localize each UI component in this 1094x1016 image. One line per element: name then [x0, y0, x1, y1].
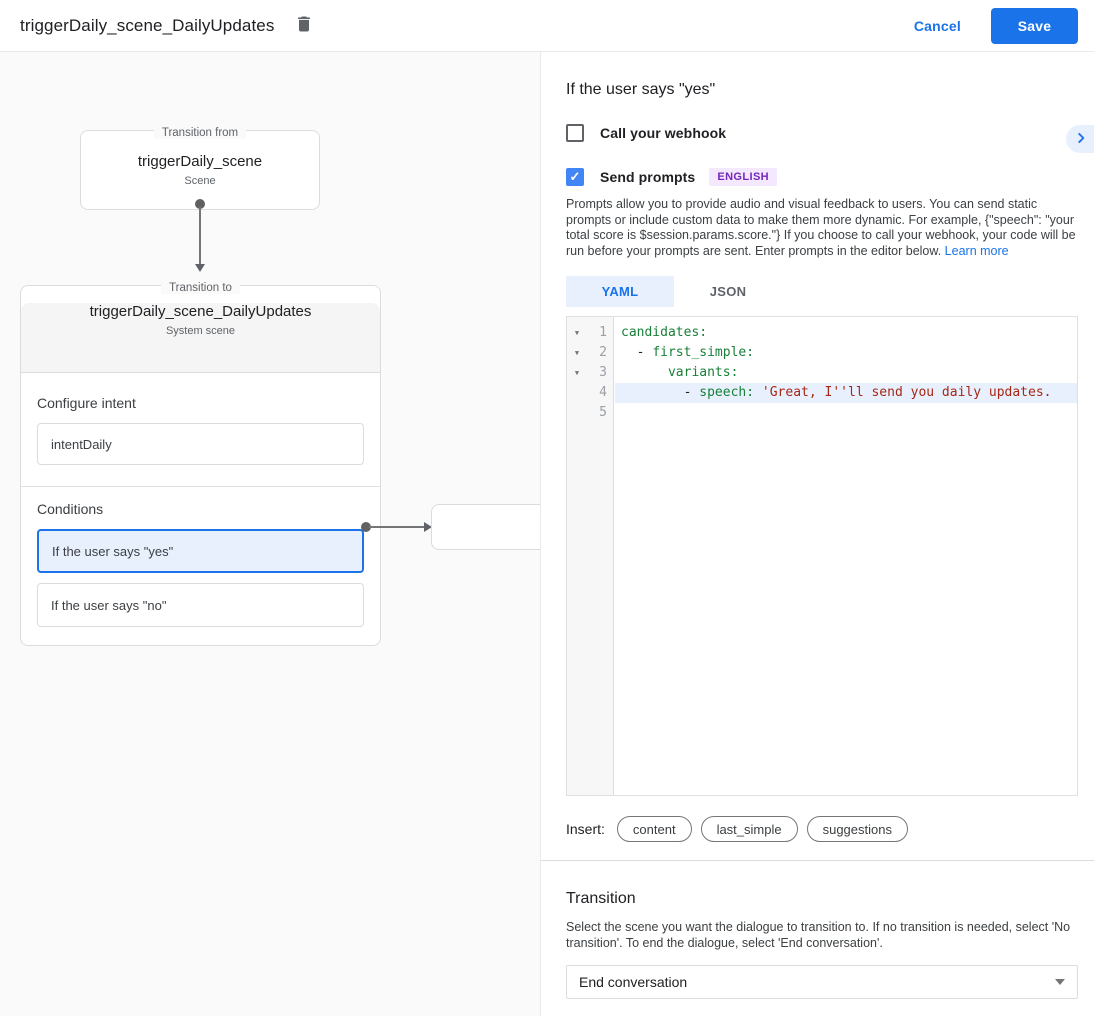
condition-item-no[interactable]: If the user says "no" — [37, 583, 364, 627]
collapse-panel-button[interactable] — [1066, 125, 1094, 153]
fold-spacer — [567, 403, 587, 423]
connector-line-horizontal — [369, 526, 424, 528]
fold-arrow-icon[interactable]: ▼ — [574, 369, 580, 377]
insert-chip-content[interactable]: content — [616, 816, 692, 842]
intent-value: intentDaily — [51, 436, 112, 452]
to-node-body: Configure intent intentDaily Conditions … — [21, 373, 380, 645]
code-line[interactable]: - speech: 'Great, I''ll send you daily u… — [615, 383, 1077, 403]
insert-chips: content last_simple suggestions — [616, 816, 917, 842]
insert-label: Insert: — [566, 821, 605, 837]
arrow-right-icon — [424, 522, 432, 532]
prompts-description: Prompts allow you to provide audio and v… — [566, 197, 1076, 258]
fold-spacer — [567, 383, 587, 403]
intent-field[interactable]: intentDaily — [37, 423, 364, 465]
tab-json[interactable]: JSON — [709, 284, 747, 299]
send-prompts-row: ✓ Send prompts ENGLISH — [566, 168, 1078, 186]
transition-target-node[interactable] — [431, 504, 540, 550]
line-number: 1 — [599, 325, 607, 340]
tab-yaml[interactable]: YAML — [566, 276, 674, 307]
panel-heading: If the user says "yes" — [566, 81, 716, 98]
scene-diagram-canvas: Transition from triggerDaily_scene Scene… — [0, 52, 541, 1016]
main-area: Transition from triggerDaily_scene Scene… — [0, 52, 1094, 1016]
conditions-label: Conditions — [37, 501, 104, 517]
line-number: 3 — [599, 365, 607, 380]
send-prompts-checkbox[interactable]: ✓ — [566, 168, 584, 186]
editor-tabs: YAML JSON — [566, 276, 1078, 307]
top-bar: triggerDaily_scene_DailyUpdates Cancel S… — [0, 0, 1094, 52]
transition-from-node[interactable]: Transition from triggerDaily_scene Scene — [80, 127, 320, 210]
line-number: 5 — [599, 405, 607, 420]
panel-divider — [541, 860, 1094, 861]
line-number: 4 — [599, 385, 607, 400]
to-node-subtitle: System scene — [165, 325, 236, 337]
line-number: 2 — [599, 345, 607, 360]
from-node-title: triggerDaily_scene — [137, 153, 263, 170]
chevron-right-icon — [1074, 131, 1088, 148]
learn-more-link[interactable]: Learn more — [944, 243, 1009, 258]
transition-heading: Transition — [566, 890, 636, 907]
trash-icon — [294, 13, 314, 38]
webhook-row: Call your webhook — [566, 124, 1078, 142]
insert-chip-last_simple[interactable]: last_simple — [700, 816, 798, 842]
code-line[interactable]: - first_simple: — [621, 345, 755, 360]
connector-dot — [195, 199, 205, 209]
delete-scene-button[interactable] — [290, 12, 318, 40]
insert-chip-suggestions[interactable]: suggestions — [806, 816, 908, 842]
transition-select[interactable]: End conversation — [566, 965, 1078, 999]
save-button[interactable]: Save — [991, 7, 1078, 44]
send-prompts-label: Send prompts — [600, 169, 696, 185]
configure-intent-label: Configure intent — [37, 395, 136, 411]
card-divider — [21, 486, 380, 487]
yaml-code-editor[interactable]: ▼ ▼ ▼ 1 2 3 4 5 candidates: - first_simple: va… — [566, 316, 1078, 796]
transition-to-card: Transition to triggerDaily_scene_DailyUp… — [20, 282, 381, 646]
connector-line-vertical — [199, 207, 201, 264]
condition-item-yes[interactable]: If the user says "yes" — [37, 529, 364, 573]
condition-editor-panel: If the user says "yes" Call your webhook… — [541, 52, 1094, 1016]
page-title: triggerDaily_scene_DailyUpdates — [20, 15, 275, 35]
code-line[interactable]: candidates: — [621, 325, 708, 340]
call-webhook-label: Call your webhook — [600, 125, 727, 141]
cancel-button[interactable]: Cancel — [913, 17, 961, 34]
transition-select-value: End conversation — [579, 974, 688, 990]
transition-to-legend: Transition to — [21, 278, 380, 296]
code-line[interactable] — [615, 403, 1077, 423]
editor-lines[interactable]: candidates: - first_simple: variants: - … — [615, 317, 1077, 795]
fold-arrow-icon[interactable]: ▼ — [574, 329, 580, 337]
language-badge: ENGLISH — [709, 168, 778, 186]
insert-row: Insert: content last_simple suggestions — [566, 816, 1078, 842]
transition-description: Select the scene you want the dialogue t… — [566, 920, 1071, 950]
caret-down-icon — [1055, 979, 1065, 985]
to-node-title: triggerDaily_scene_DailyUpdates — [89, 303, 312, 320]
call-webhook-checkbox[interactable] — [566, 124, 584, 142]
editor-line-numbers: 1 2 3 4 5 — [587, 317, 614, 795]
arrow-down-icon — [195, 264, 205, 272]
connector-dot — [361, 522, 371, 532]
code-line[interactable]: variants: — [667, 365, 739, 380]
from-node-subtitle: Scene — [184, 175, 216, 187]
editor-fold-gutter[interactable]: ▼ ▼ ▼ — [567, 317, 587, 795]
fold-arrow-icon[interactable]: ▼ — [574, 349, 580, 357]
to-node-header[interactable]: triggerDaily_scene_DailyUpdates System s… — [21, 303, 380, 373]
transition-from-legend: Transition from — [81, 123, 319, 141]
